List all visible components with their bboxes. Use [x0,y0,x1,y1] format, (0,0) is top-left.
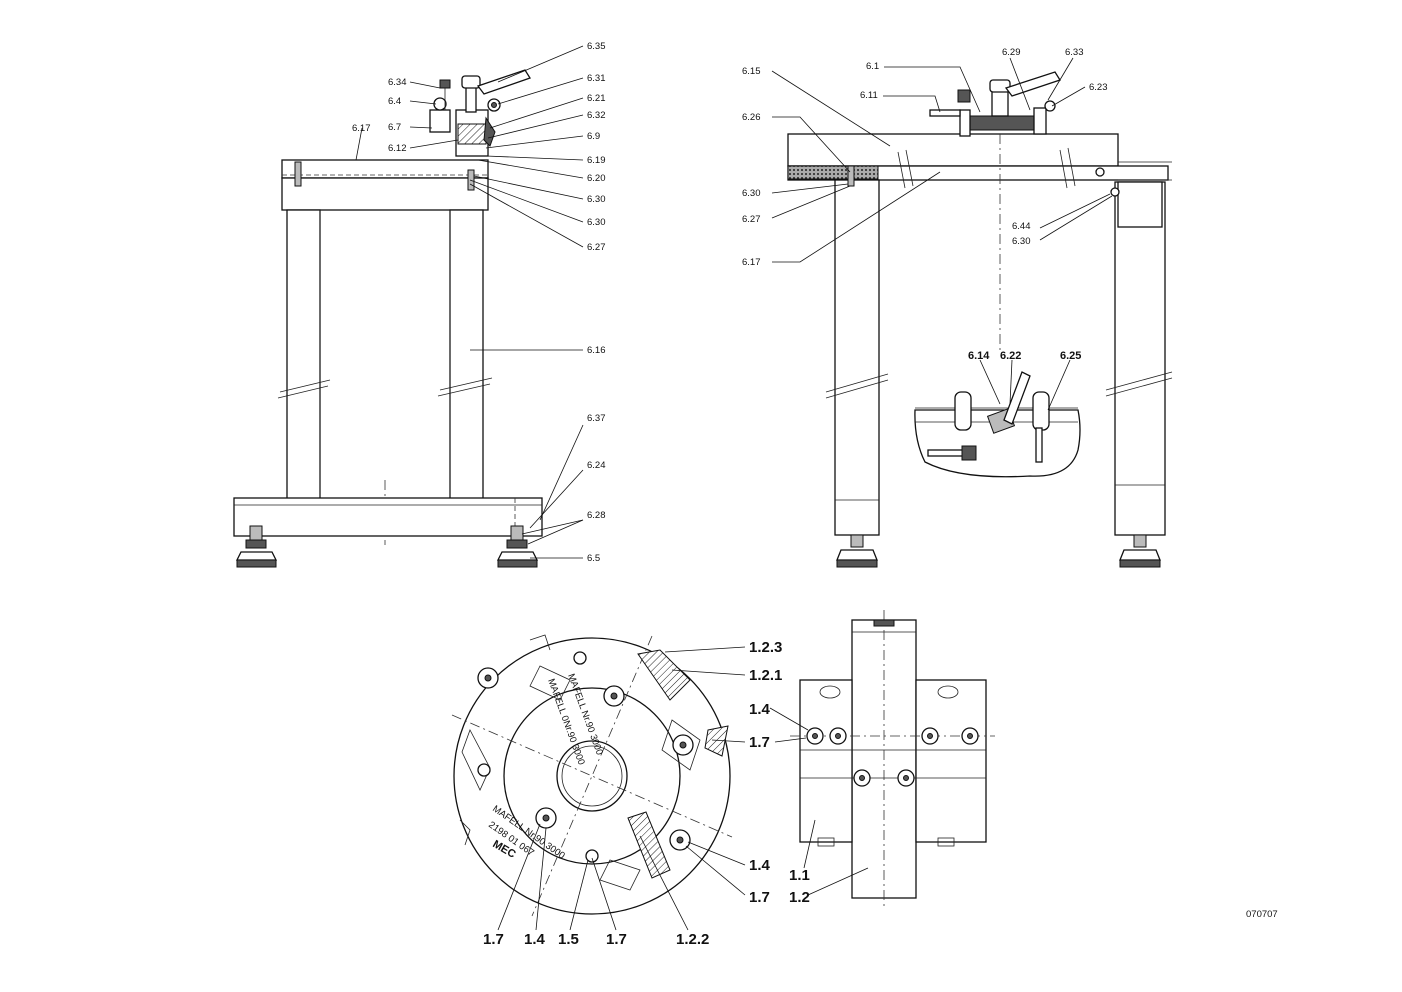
stand-front-view [233,69,543,568]
label-6-27: 6.27 [587,242,606,253]
label-6-24: 6.24 [587,460,606,471]
drawing-code: 070707 [1246,909,1278,920]
label-1-4-b: 1.4 [749,857,771,874]
label-6-35: 6.35 [587,41,606,52]
label-6-17: 6.17 [352,123,371,134]
label-6-1: 6.1 [866,61,879,72]
label-6-21: 6.21 [587,93,606,104]
label-6-16: 6.16 [587,345,606,356]
label-6-34: 6.34 [388,77,407,88]
label-6-26: 6.26 [742,112,761,123]
label-6-12: 6.12 [388,143,407,154]
label-6-44: 6.44 [1012,221,1031,232]
label-6-31: 6.31 [587,73,606,84]
label-1-2: 1.2 [789,889,810,906]
cutter-head-front-view [451,634,733,917]
detail-view [914,371,1081,478]
front-stand-labels: 6.35 6.34 6.4 6.7 6.17 6.12 6.31 6.21 6.… [352,41,606,564]
label-6-30-b: 6.30 [587,217,606,228]
label-1-5: 1.5 [558,931,579,948]
label-1-2-2: 1.2.2 [676,931,709,948]
label-6-5: 6.5 [587,553,600,564]
label-6-30-d: 6.30 [1012,236,1031,247]
label-6-14: 6.14 [968,350,990,362]
label-1-1: 1.1 [789,867,810,884]
label-6-25: 6.25 [1060,350,1081,362]
label-6-19: 6.19 [587,155,606,166]
label-1-2-3: 1.2.3 [749,639,782,656]
side-stand-labels: 6.15 6.1 6.11 6.29 6.33 6.23 6.26 6.30 6… [742,47,1108,268]
cutter-head-side-view [790,610,995,910]
label-6-7: 6.7 [388,122,401,133]
label-1-4-c: 1.4 [524,931,546,948]
label-6-4: 6.4 [388,96,401,107]
label-1-4-a: 1.4 [749,701,771,718]
label-6-22: 6.22 [1000,350,1021,362]
label-6-29: 6.29 [1002,47,1021,58]
label-6-28: 6.28 [587,510,606,521]
label-1-7-b: 1.7 [749,889,770,906]
leader-lines [355,45,1113,931]
label-6-32: 6.32 [587,110,606,121]
label-6-11: 6.11 [860,90,878,101]
label-1-7-d: 1.7 [606,931,627,948]
label-6-30-c: 6.30 [742,188,761,199]
label-1-2-1: 1.2.1 [749,667,782,684]
label-6-23: 6.23 [1089,82,1108,93]
stand-side-view [787,71,1173,568]
cutter-head-labels: 1.2.3 1.2.1 1.4 1.7 1.4 1.7 1.7 1.4 1.5 … [483,639,810,948]
label-6-15: 6.15 [742,66,761,77]
label-6-33: 6.33 [1065,47,1084,58]
label-6-20: 6.20 [587,173,606,184]
label-6-17-b: 6.17 [742,257,761,268]
detail-labels: 6.14 6.22 6.25 [968,350,1081,362]
label-1-7-c: 1.7 [483,931,504,948]
label-6-27-b: 6.27 [742,214,761,225]
label-6-37: 6.37 [587,413,606,424]
label-1-7-a: 1.7 [749,734,770,751]
label-6-30-a: 6.30 [587,194,606,205]
label-6-9: 6.9 [587,131,600,142]
